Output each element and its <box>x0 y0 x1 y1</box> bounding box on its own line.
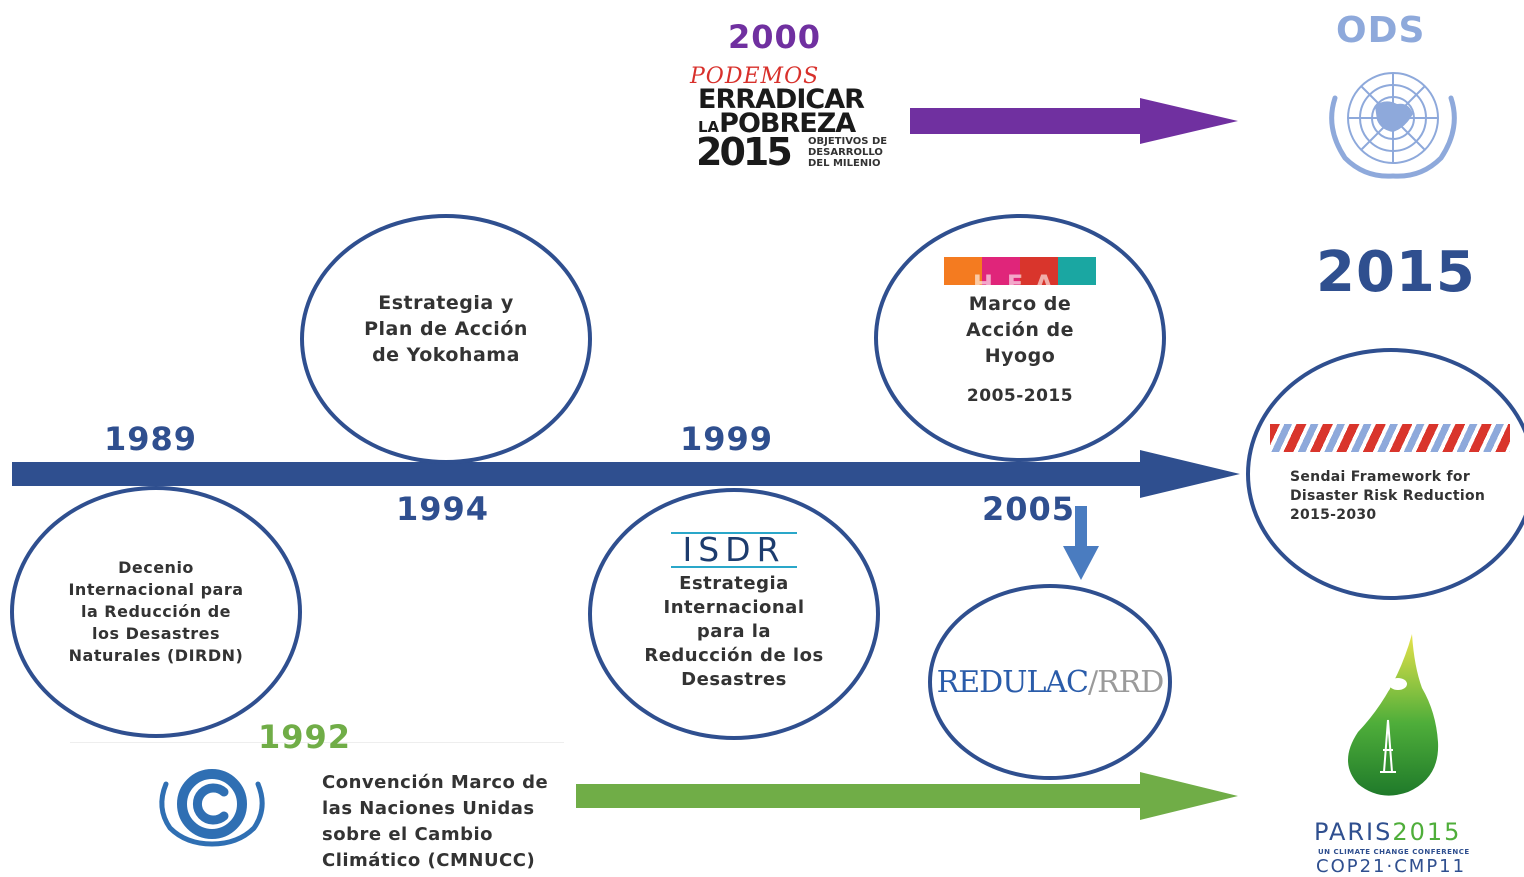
hfa-logo-bar <box>1020 257 1058 285</box>
paris-title-b: 2015 <box>1392 818 1462 846</box>
year-2005: 2005 <box>982 490 1076 528</box>
hfa-logo-bar <box>944 257 982 285</box>
sendai-circle: Sendai Framework for Disaster Risk Reduc… <box>1246 348 1524 600</box>
hyogo-text: Marco de Acción de Hyogo <box>966 293 1074 367</box>
redulac-logo-b: /RRD <box>1088 664 1164 700</box>
dirdn-text: Decenio Internacional para la Reducción … <box>68 558 244 665</box>
mdg-logo-sub: OBJETIVOS DE DESARROLLO DEL MILENIO <box>808 136 887 169</box>
hyogo-circle: HFA Marco de Acción de Hyogo 2005-2015 <box>874 214 1166 462</box>
hfa-logo-text: HFA <box>972 270 1068 298</box>
paris-leaf-icon <box>1348 634 1439 796</box>
paris-title-a: PARIS <box>1314 818 1393 846</box>
unfccc-text: Convención Marco de las Naciones Unidas … <box>322 772 549 871</box>
year-1992: 1992 <box>258 718 352 756</box>
isdr-logo-line <box>671 566 797 568</box>
mdg-logo-pobreza: POBREZA <box>719 108 856 139</box>
paris-leaf-shape <box>1348 634 1439 796</box>
isdr-text: Estrategia Internacional para la Reducci… <box>644 573 824 690</box>
sendai-logo <box>1270 423 1510 452</box>
mdg-logo-la: LA <box>698 118 720 136</box>
ods-year: 2015 <box>1316 240 1476 305</box>
hfa-logo-bar <box>982 257 1020 285</box>
year-2000: 2000 <box>728 18 822 56</box>
year-1994: 1994 <box>396 490 490 528</box>
redulac-circle: REDULAC/RRD <box>928 584 1172 780</box>
hfa-logo-bar <box>1058 257 1096 285</box>
green-arrow-shape <box>576 772 1238 820</box>
paris-title: PARIS2015 <box>1314 818 1461 846</box>
mdg-logo-sub-line: DESARROLLO <box>808 147 883 158</box>
mdg-logo-2015: 2015 <box>696 130 793 174</box>
mdg-logo: PODEMOS ERRADICAR LAPOBREZA 2015 OBJETIV… <box>688 64 904 176</box>
hfa-logo <box>944 257 1096 285</box>
redulac-logo: REDULAC/RRD <box>936 664 1165 700</box>
isdr-logo-text: ISDR <box>682 530 786 569</box>
mdg-logo-sub-line: OBJETIVOS DE <box>808 136 888 147</box>
mdg-logo-erradicar: ERRADICAR <box>698 84 865 115</box>
bottom-divider <box>70 742 564 743</box>
hyogo-years: 2005-2015 <box>966 386 1074 406</box>
year-1989: 1989 <box>104 420 198 458</box>
mdg-logo-podemos: PODEMOS <box>690 64 820 89</box>
paris-cop: COP21·CMP11 <box>1316 856 1467 877</box>
isdr-circle: ISDR Estrategia Internacional para la Re… <box>588 488 880 740</box>
paris-subtitle: UN CLIMATE CHANGE CONFERENCE <box>1318 848 1470 856</box>
eiffel-tower-icon <box>1380 719 1396 773</box>
redulac-logo-a: REDULAC <box>936 664 1089 700</box>
isdr-logo-line <box>671 532 797 534</box>
yokohama-circle: Estrategia y Plan de Acción de Yokohama <box>300 214 592 464</box>
mdg-logo-sub-line: DEL MILENIO <box>808 158 881 169</box>
un-emblem-icon <box>1329 72 1457 179</box>
dirdn-circle: Decenio Internacional para la Reducción … <box>10 486 302 738</box>
purple-arrow-shape <box>910 98 1238 144</box>
mdg-logo-line3: LAPOBREZA <box>698 108 856 139</box>
isdr-logo: ISDR <box>671 530 797 572</box>
yokohama-text: Estrategia y Plan de Acción de Yokohama <box>364 292 528 366</box>
sendai-text: Sendai Framework for Disaster Risk Reduc… <box>1290 468 1486 523</box>
year-1999: 1999 <box>680 420 774 458</box>
ods-label: ODS <box>1336 10 1426 51</box>
unfccc-logo-icon <box>159 769 265 847</box>
